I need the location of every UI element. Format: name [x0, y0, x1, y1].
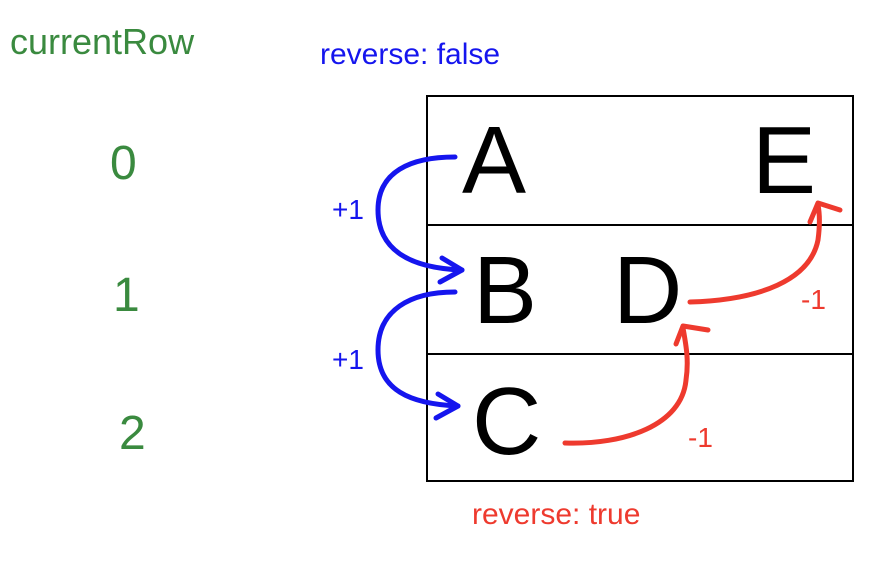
reverse-true-label: reverse: true — [472, 498, 641, 531]
backward-arrow-c-to-d — [562, 325, 690, 446]
cell-c: C — [472, 368, 542, 475]
row-grid — [426, 95, 854, 482]
row-index-0: 0 — [110, 137, 137, 190]
backward-step-label: -1 — [801, 284, 826, 315]
backward-step-label: -1 — [688, 422, 713, 453]
cell-a: A — [462, 107, 527, 214]
row-divider — [428, 353, 852, 355]
reverse-false-label: reverse: false — [320, 38, 501, 71]
forward-arrowhead — [433, 391, 461, 421]
forward-arrowhead — [437, 255, 465, 285]
row-index-1: 1 — [113, 269, 140, 322]
backward-arrowhead — [807, 200, 843, 225]
backward-arrowhead — [673, 323, 711, 347]
backward-arrow-d-to-e — [687, 202, 822, 305]
forward-arrows — [375, 154, 465, 421]
cell-e: E — [752, 107, 817, 214]
forward-step-label: +1 — [332, 194, 364, 225]
cell-d: D — [613, 237, 683, 344]
forward-arrow-b-to-c — [375, 289, 461, 409]
backward-arrows — [562, 200, 843, 446]
row-divider — [428, 224, 852, 226]
cell-b: B — [473, 237, 538, 344]
forward-arrow-a-to-b — [375, 154, 465, 273]
row-index-2: 2 — [119, 407, 146, 460]
current-row-header: currentRow — [10, 21, 195, 62]
forward-step-label: +1 — [332, 344, 364, 375]
